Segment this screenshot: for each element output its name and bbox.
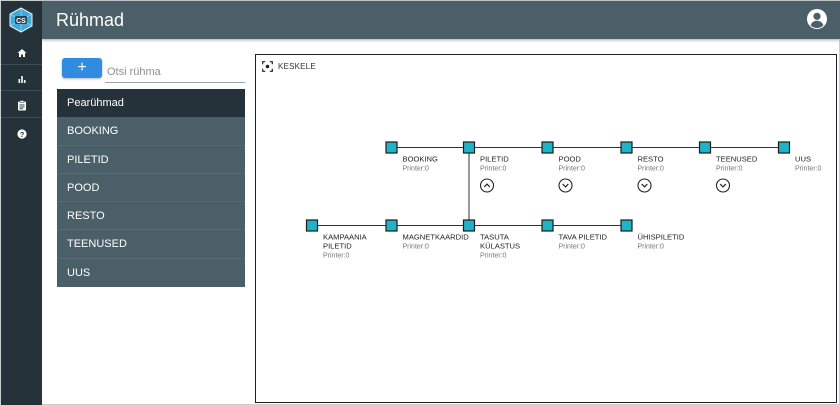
tree-node-printer-count: Printer:0	[403, 244, 430, 251]
group-list: Pearühmad BOOKING PILETID POOD RESTO TEE…	[57, 89, 245, 288]
app-logo: CS	[9, 7, 33, 33]
svg-text:?: ?	[19, 130, 24, 139]
tree-node-box[interactable]	[305, 219, 319, 232]
center-view-button[interactable]: KESKELE	[262, 61, 316, 72]
tree-node-printer-count: Printer:0	[559, 166, 586, 173]
expand-chevron-icon[interactable]	[479, 178, 495, 193]
group-item-piletid[interactable]: PILETID	[57, 145, 245, 174]
tree-node-box[interactable]	[385, 219, 398, 232]
tree-node-uus[interactable]: UUS Printer:0	[777, 141, 822, 173]
tree-node-box[interactable]	[541, 141, 554, 154]
tree-node-label: TEENUSED	[716, 155, 758, 164]
group-item-resto[interactable]: RESTO	[57, 202, 245, 231]
tree-node-label: TAVA PILETID	[559, 233, 608, 242]
tree-node-box[interactable]	[698, 141, 712, 154]
tree-node-label: MAGNETKAARDID	[403, 233, 470, 242]
svg-text:CS: CS	[16, 18, 26, 25]
nav-help[interactable]: ?	[1, 122, 42, 146]
tree-node-label: TASUTA	[480, 233, 510, 242]
tree-node-printer-count: Printer:0	[559, 244, 586, 251]
account-icon[interactable]	[806, 8, 828, 30]
tree-node-box[interactable]	[385, 141, 398, 154]
group-item-teenused[interactable]: TEENUSED	[57, 230, 245, 259]
tree-node-label: BOOKING	[403, 155, 439, 164]
tree-node-label: POOD	[559, 155, 582, 164]
tree-node-label: ÜHISPILETID	[638, 233, 685, 242]
tree-node-magnetkaardid[interactable]: MAGNETKAARDID Printer:0	[385, 219, 470, 251]
nav-home[interactable]	[1, 41, 42, 65]
group-item-pood[interactable]: POOD	[57, 173, 245, 203]
tree-node-box[interactable]	[777, 141, 791, 154]
tree-node-printer-count: Printer:0	[795, 166, 822, 173]
nav-statistics[interactable]	[1, 67, 42, 91]
bar-chart-icon	[18, 75, 25, 83]
tree-node-printer-count: Printer:0	[638, 244, 665, 251]
tree-node-label: PILETID	[480, 155, 509, 164]
group-search-input[interactable]	[105, 61, 245, 83]
expand-chevron-icon[interactable]	[637, 178, 652, 193]
top-header: Rühmad	[42, 1, 840, 39]
tree-node-ühispiletid[interactable]: ÜHISPILETID Printer:0	[620, 219, 685, 251]
tree-node-teenused[interactable]: TEENUSED Printer:0	[698, 141, 758, 193]
center-view-label: KESKELE	[278, 62, 316, 71]
clipboard-icon	[17, 100, 26, 111]
group-item-uus[interactable]: UUS	[57, 258, 245, 288]
tree-node-box[interactable]	[462, 219, 476, 232]
center-focus-icon	[262, 61, 273, 72]
group-item-pearuhmad[interactable]: Pearühmad	[57, 89, 245, 118]
tree-node-pood[interactable]: POOD Printer:0	[541, 141, 586, 193]
tree-node-piletid[interactable]: PILETID Printer:0	[462, 141, 510, 193]
tree-node-tava piletid[interactable]: TAVA PILETID Printer:0	[541, 219, 608, 251]
tree-node-printer-count: Printer:0	[403, 166, 430, 173]
tree-node-printer-count: Printer:0	[638, 166, 665, 173]
tree-node-box[interactable]	[462, 141, 476, 154]
tree-node-label: PILETID	[323, 242, 352, 251]
add-group-button[interactable]: +	[62, 58, 102, 78]
nav-rail: CS ?	[1, 1, 42, 405]
tree-node-label: RESTO	[638, 155, 664, 164]
tree-node-printer-count: Printer:0	[716, 166, 743, 173]
tree-node-label: KAMPAANIA	[323, 233, 368, 242]
group-item-booking[interactable]: BOOKING	[57, 117, 245, 146]
home-icon	[17, 48, 26, 57]
tree-node-booking[interactable]: BOOKING Printer:0	[385, 141, 439, 173]
nav-reports[interactable]	[1, 94, 42, 118]
expand-chevron-icon[interactable]	[715, 178, 731, 193]
tree-node-box[interactable]	[620, 141, 633, 154]
group-tree: BOOKINGPrinter:0PILETIDPrinter:0POODPrin…	[305, 141, 822, 260]
tree-node-label: UUS	[795, 155, 811, 164]
help-icon: ?	[16, 129, 27, 139]
tree-node-box[interactable]	[541, 219, 554, 232]
tree-node-printer-count: Printer:0	[480, 166, 507, 173]
tree-node-printer-count: Printer:0	[323, 253, 350, 260]
tree-node-resto[interactable]: RESTO Printer:0	[620, 141, 665, 193]
tree-node-box[interactable]	[620, 219, 633, 232]
tree-node-printer-count: Printer:0	[480, 253, 507, 260]
tree-node-label: KÜLASTUS	[480, 242, 520, 251]
expand-chevron-icon[interactable]	[558, 178, 573, 193]
page-title: Rühmad	[56, 10, 125, 30]
